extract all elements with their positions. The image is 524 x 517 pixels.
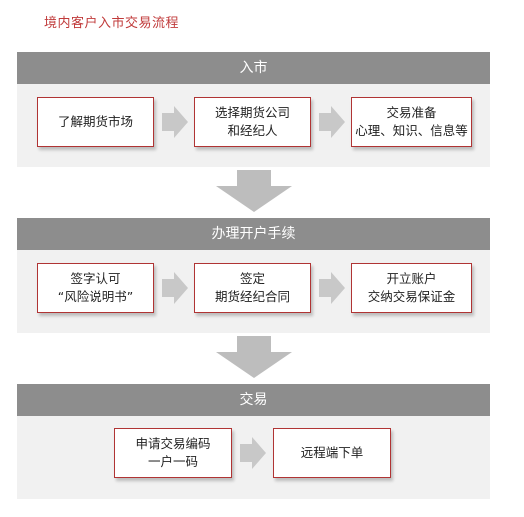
step-line: 远程端下单 xyxy=(300,445,364,460)
step-box: 交易准备 心理、知识、信息等 xyxy=(351,97,472,147)
step-line: 开立账户 xyxy=(386,271,437,286)
step-box: 选择期货公司 和经纪人 xyxy=(194,97,311,147)
stage-header: 入市 xyxy=(17,52,490,84)
step-line: 交易准备 xyxy=(386,105,437,120)
step-line: 申请交易编码 xyxy=(135,436,211,451)
stage-header: 办理开户手续 xyxy=(17,218,490,250)
step-line: “风险说明书” xyxy=(57,289,134,304)
step-line: 和经纪人 xyxy=(227,123,278,138)
step-line: 一户一码 xyxy=(147,454,198,469)
step-line: 签定 xyxy=(239,271,265,286)
step-line: 了解期货市场 xyxy=(57,114,133,129)
step-line: 心理、知识、信息等 xyxy=(355,123,468,138)
step-line: 交纳交易保证金 xyxy=(367,289,456,304)
step-box: 了解期货市场 xyxy=(37,97,154,147)
step-line: 期货经纪合同 xyxy=(214,289,290,304)
step-box: 申请交易编码 一户一码 xyxy=(114,428,232,478)
step-box: 远程端下单 xyxy=(273,428,391,478)
step-line: 选择期货公司 xyxy=(214,105,290,120)
step-box: 签字认可 “风险说明书” xyxy=(37,263,154,313)
step-box: 开立账户 交纳交易保证金 xyxy=(351,263,472,313)
stage-header: 交易 xyxy=(17,384,490,416)
diagram-title: 境内客户入市交易流程 xyxy=(44,16,180,31)
step-box: 签定 期货经纪合同 xyxy=(194,263,311,313)
step-line: 签字认可 xyxy=(70,271,121,286)
